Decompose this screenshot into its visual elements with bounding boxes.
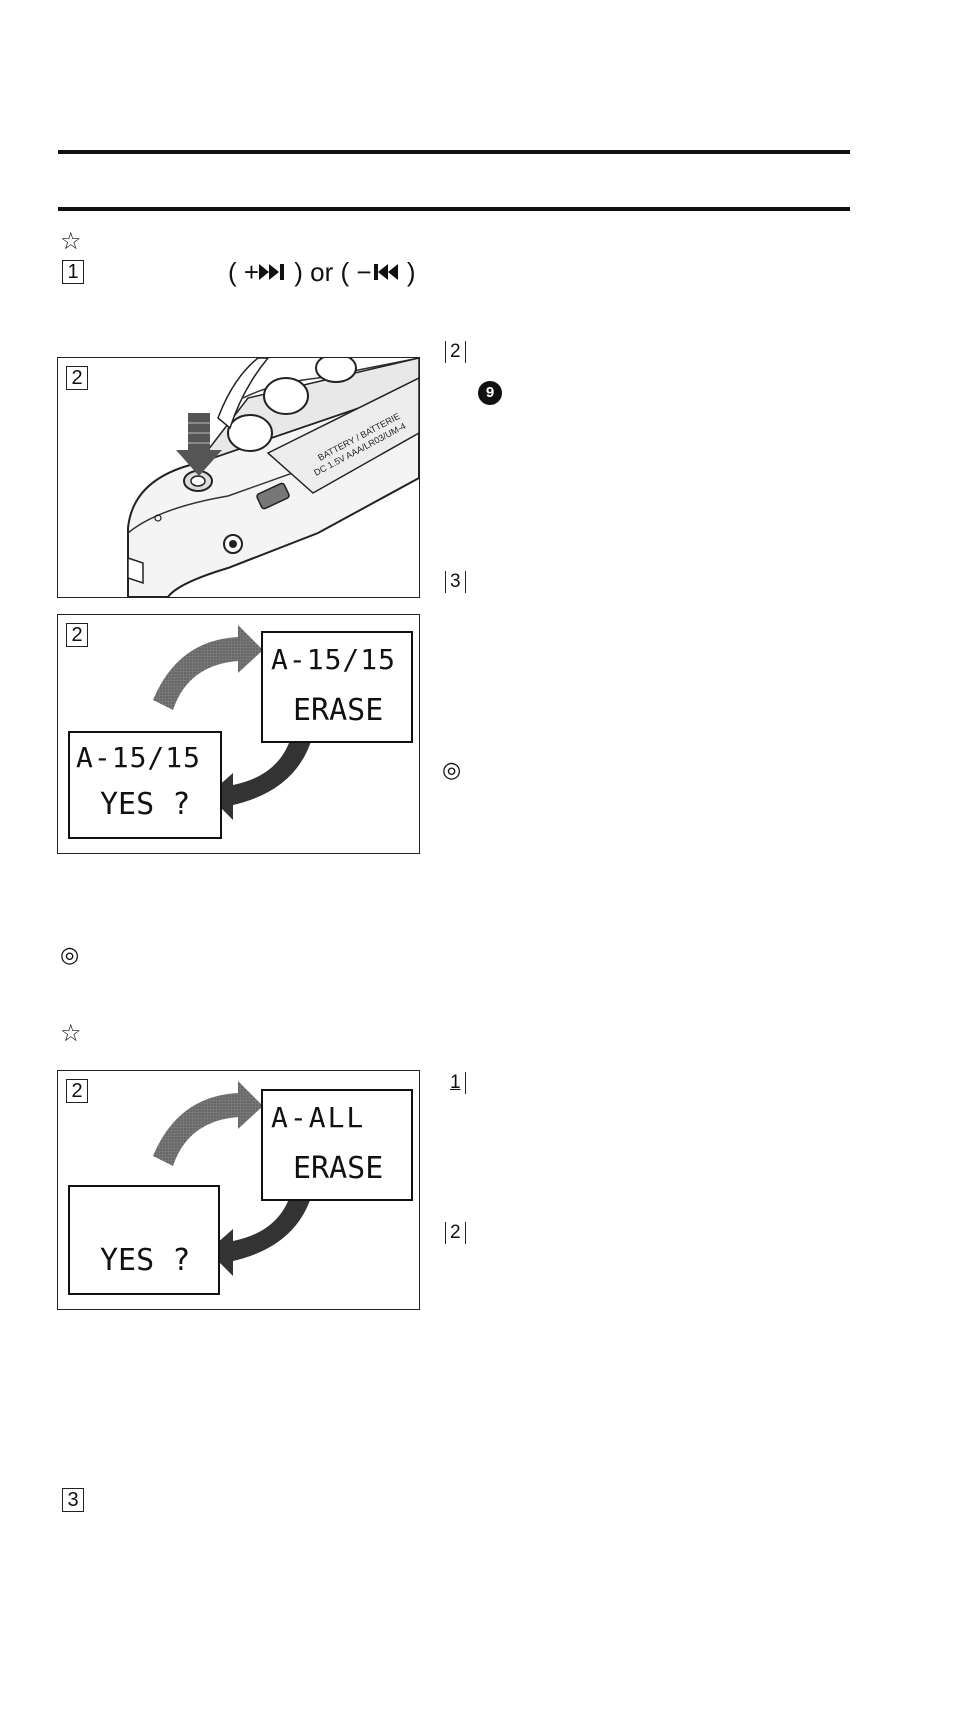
figure-3-label: 2 — [66, 1079, 88, 1103]
double-circle-note-1: ◎ — [442, 758, 462, 783]
lcd-all-erase-text: ERASE — [293, 1151, 384, 1186]
side-step-1: 1 — [446, 1072, 466, 1094]
prev-track-icon — [373, 264, 398, 280]
double-circle-note-2: ◎ — [60, 943, 80, 968]
lcd-bottom-yes-text: YES ? — [100, 787, 191, 822]
star-marker-top: ☆ — [60, 227, 82, 255]
side-step-1-num: 1 — [450, 1072, 461, 1093]
step-1-instruction: ( + ) or ( − ) — [228, 257, 415, 287]
device-figure: BATTERY / BATTERIE DC 1.5V AAA/LR03/UM-4… — [57, 357, 420, 598]
lcd-top-erase-text: ERASE — [293, 693, 384, 728]
figure-2-label: 2 — [66, 623, 88, 647]
section-rule — [58, 207, 850, 211]
lcd-all-confirm: YES ? — [68, 1185, 220, 1295]
lcd-all-text: A-ALL — [271, 1101, 366, 1134]
step-1-text-b: ) or ( − — [287, 257, 372, 287]
cycle-arrows — [153, 625, 313, 820]
lcd-top-file-number: A-15/15 — [271, 643, 397, 676]
figure-1-label: 2 — [66, 366, 88, 390]
side-step-3: 3 — [445, 571, 466, 593]
device-illustration: BATTERY / BATTERIE DC 1.5V AAA/LR03/UM-4 — [127, 358, 419, 597]
lcd-erase-all-prompt: A-ALL ERASE — [261, 1089, 413, 1201]
lcd-all-yes-text: YES ? — [100, 1243, 191, 1278]
lcd-confirm-prompt: A-15/15 YES ? — [68, 731, 222, 839]
step-1-number: 1 — [62, 260, 84, 284]
top-rule — [58, 150, 850, 154]
step-1-text-c: ) — [399, 257, 416, 287]
callout-9-badge: 9 — [478, 381, 502, 405]
lcd-bottom-file-number: A-15/15 — [76, 741, 202, 774]
erase-all-figure: 2 A-ALL ERASE YES ? — [57, 1070, 420, 1310]
step-1-text-a: ( + — [228, 257, 260, 287]
side-step-2-top: 2 — [445, 341, 466, 363]
cycle-arrows-2 — [153, 1081, 313, 1276]
next-track-icon — [259, 264, 285, 280]
step-3-number: 3 — [62, 1488, 84, 1512]
side-step-2-bottom: 2 — [445, 1222, 466, 1244]
lcd-erase-prompt: A-15/15 ERASE — [261, 631, 413, 743]
star-marker-bottom: ☆ — [60, 1019, 82, 1047]
erase-file-figure: 2 A-15/15 ERASE A-15/15 YES ? — [57, 614, 420, 854]
